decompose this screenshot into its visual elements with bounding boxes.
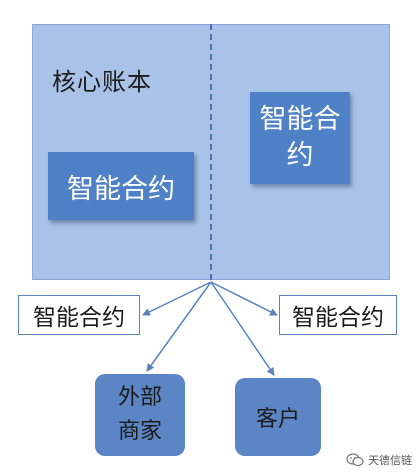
arrow-to-left-contract <box>142 281 212 316</box>
arrow-to-right-contract <box>210 281 278 316</box>
party-customer: 客户 <box>235 378 321 456</box>
arrow-to-customer <box>210 281 275 376</box>
watermark: 天德信链 <box>346 452 412 468</box>
wechat-icon <box>346 453 364 467</box>
internal-contract-right: 智能合约 <box>250 92 350 184</box>
watermark-text: 天德信链 <box>368 454 412 467</box>
external-contract-left: 智能合约 <box>18 295 140 335</box>
party-external-merchant: 外部商家 <box>95 374 185 456</box>
core-ledger-label: 核心账本 <box>52 68 152 96</box>
arrow-to-merchant <box>146 281 212 372</box>
internal-contract-left: 智能合约 <box>48 152 194 220</box>
external-contract-right: 智能合约 <box>279 295 397 335</box>
